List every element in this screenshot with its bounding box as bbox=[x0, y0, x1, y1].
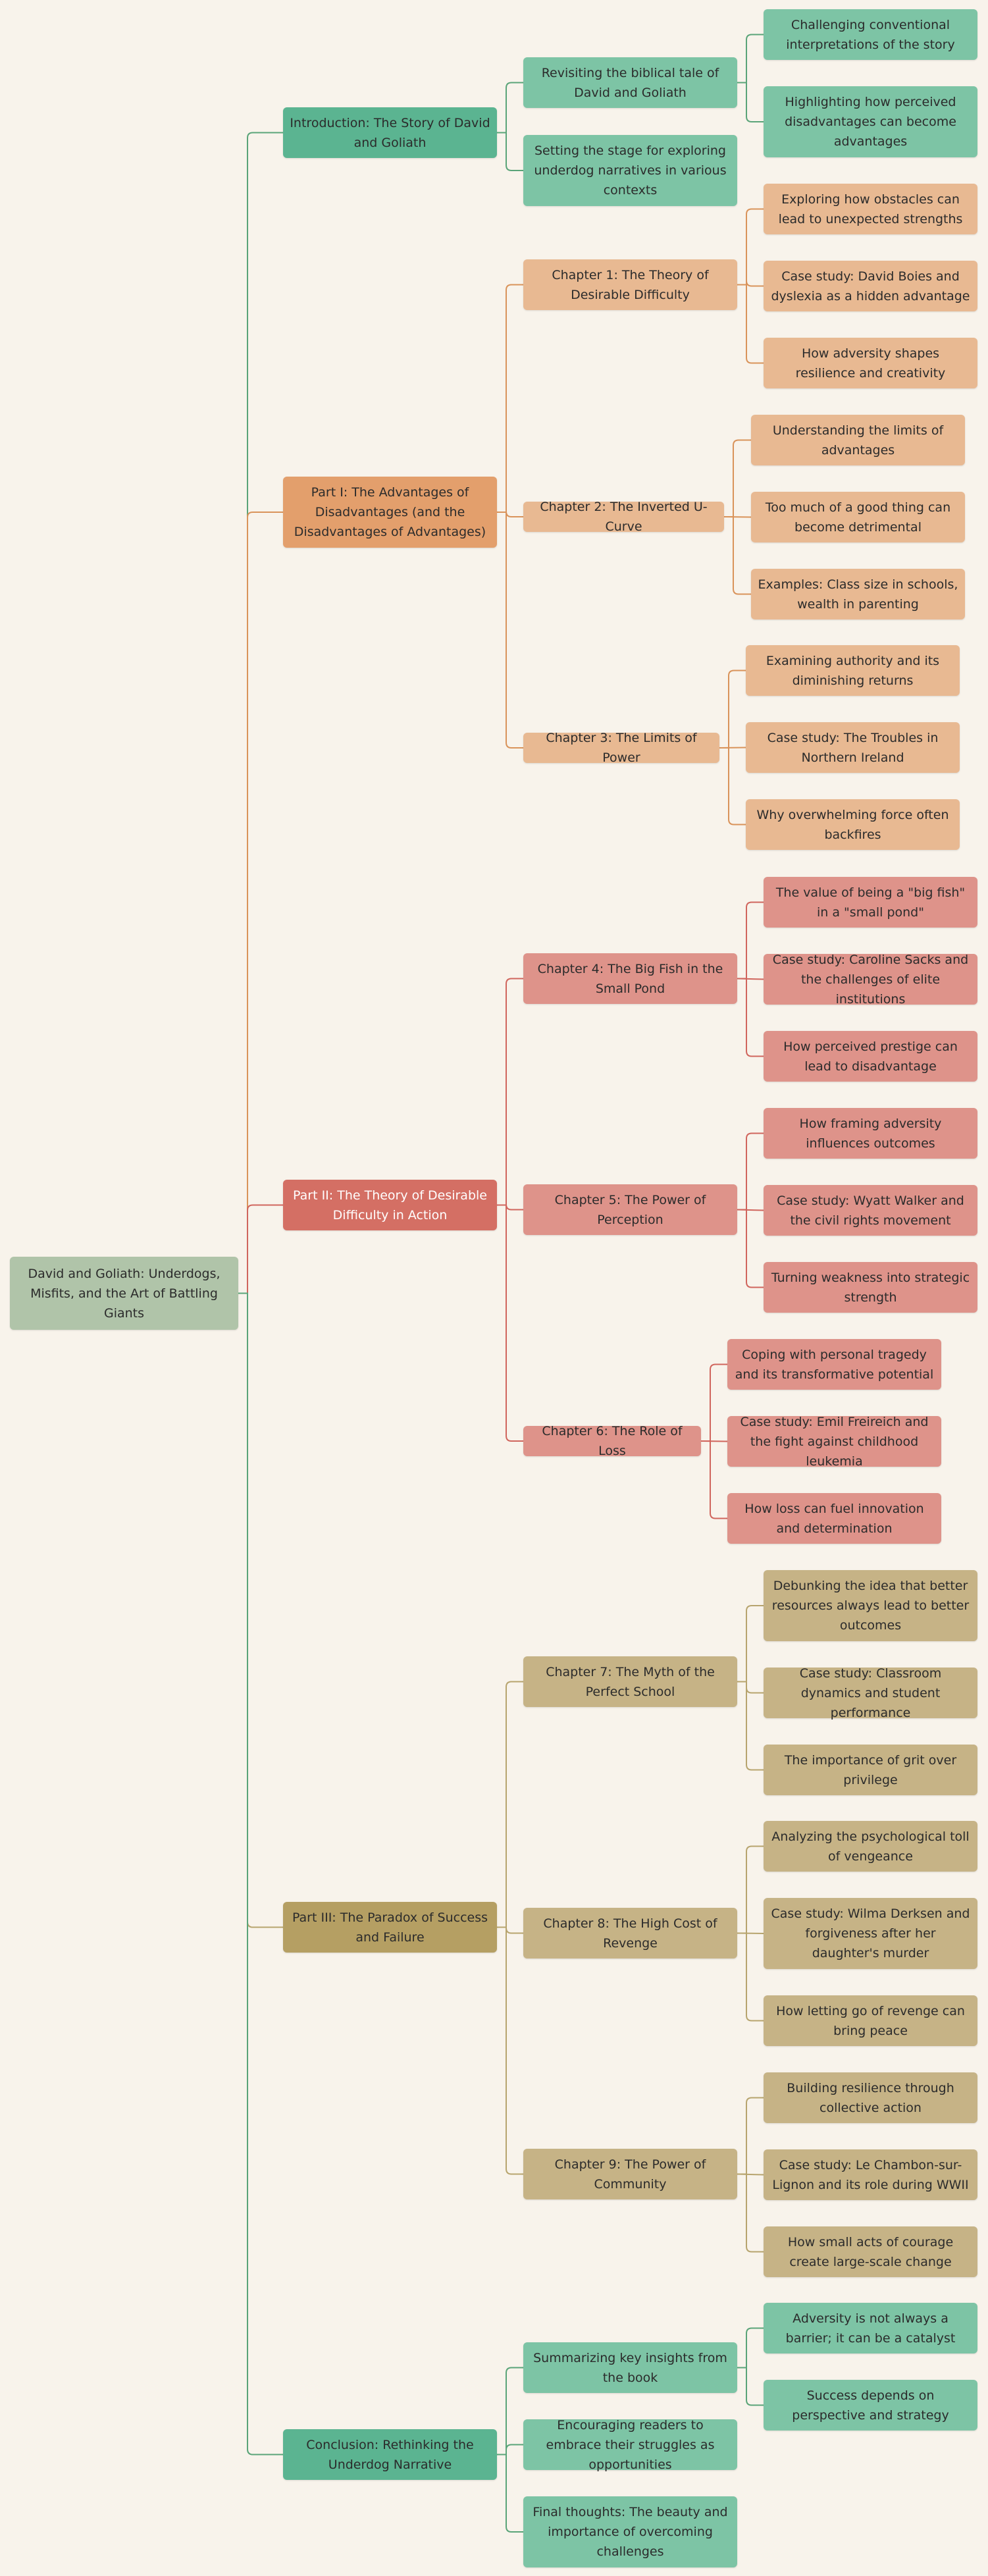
connector-line bbox=[737, 901, 764, 980]
concl-topic-encouraging[interactable]: Encouraging readers to embrace their str… bbox=[523, 2418, 737, 2472]
ch8-leaf-letting-go[interactable]: How letting go of revenge can bring peac… bbox=[764, 1995, 977, 2046]
chapter5-node[interactable]: Chapter 5: The Power of Perception bbox=[523, 1184, 737, 1235]
connector-line bbox=[737, 2327, 764, 2369]
connector-line bbox=[737, 280, 764, 287]
connector-line bbox=[737, 1132, 764, 1211]
connector-line bbox=[737, 1209, 764, 1288]
connector-line bbox=[719, 747, 746, 826]
connector-line bbox=[737, 978, 764, 1057]
connector-line bbox=[737, 1932, 764, 2022]
connector-line bbox=[497, 978, 523, 1206]
connector-line bbox=[737, 82, 764, 122]
connector-line bbox=[737, 34, 764, 84]
connector-line bbox=[737, 2367, 764, 2406]
connector-line bbox=[497, 2454, 523, 2533]
connector-line bbox=[497, 2367, 523, 2456]
connector-line bbox=[701, 1440, 727, 1519]
connector-line bbox=[238, 1292, 283, 2456]
connector-line bbox=[238, 512, 283, 1294]
connector-line bbox=[497, 512, 523, 749]
connector-line bbox=[724, 439, 751, 517]
ch9-leaf-resilience[interactable]: Building resilience through collective a… bbox=[764, 2072, 977, 2123]
concl-topic-final[interactable]: Final thoughts: The beauty and importanc… bbox=[523, 2496, 737, 2567]
connector-line bbox=[737, 208, 764, 286]
ch5-leaf-framing[interactable]: How framing adversity influences outcome… bbox=[764, 1108, 977, 1159]
ch8-leaf-toll[interactable]: Analyzing the psychological toll of veng… bbox=[764, 1821, 977, 1872]
ch8-leaf-derksen[interactable]: Case study: Wilma Derksen and forgivenes… bbox=[764, 1898, 977, 1969]
connector-line bbox=[737, 1681, 764, 1771]
ch9-leaf-courage[interactable]: How small acts of courage create large-s… bbox=[764, 2226, 977, 2277]
connector-line bbox=[497, 284, 523, 513]
connector-line bbox=[497, 1926, 523, 2175]
intro-leaf-challenging[interactable]: Challenging conventional interpretations… bbox=[764, 9, 977, 60]
concl-topic-summary[interactable]: Summarizing key insights from the book bbox=[523, 2342, 737, 2393]
connector-line bbox=[737, 284, 764, 364]
ch6-leaf-tragedy[interactable]: Coping with personal tragedy and its tra… bbox=[727, 1339, 941, 1390]
intro-topic-setting-stage[interactable]: Setting the stage for exploring underdog… bbox=[523, 135, 737, 206]
connector-line bbox=[737, 1845, 764, 1934]
connector-line bbox=[737, 2097, 764, 2175]
connector-line bbox=[497, 1926, 523, 1934]
connector-line bbox=[497, 2444, 523, 2456]
connector-line bbox=[238, 1204, 283, 1294]
connector-line bbox=[737, 1681, 764, 1694]
connector-line bbox=[701, 1363, 727, 1442]
chapter2-node[interactable]: Chapter 2: The Inverted U-Curve bbox=[523, 500, 724, 534]
root-node[interactable]: David and Goliath: Underdogs, Misfits, a… bbox=[10, 1257, 238, 1330]
chapter3-node[interactable]: Chapter 3: The Limits of Power bbox=[523, 731, 719, 765]
connector-line bbox=[238, 1292, 283, 1928]
intro-leaf-highlighting[interactable]: Highlighting how perceived disadvantages… bbox=[764, 86, 977, 157]
intro-topic-biblical-tale[interactable]: Revisiting the biblical tale of David an… bbox=[523, 57, 737, 108]
ch2-leaf-limits[interactable]: Understanding the limits of advantages bbox=[751, 415, 965, 465]
ch3-leaf-troubles[interactable]: Case study: The Troubles in Northern Ire… bbox=[746, 722, 960, 773]
ch1-leaf-obstacles[interactable]: Exploring how obstacles can lead to unex… bbox=[764, 184, 977, 234]
concl-leaf-adversity[interactable]: Adversity is not always a barrier; it ca… bbox=[764, 2303, 977, 2353]
ch3-leaf-authority[interactable]: Examining authority and its diminishing … bbox=[746, 645, 960, 696]
connector-line bbox=[497, 132, 523, 171]
connector-line bbox=[497, 1204, 523, 1442]
concl-leaf-success[interactable]: Success depends on perspective and strat… bbox=[764, 2380, 977, 2431]
connector-line bbox=[719, 670, 746, 749]
ch1-leaf-boies[interactable]: Case study: David Boies and dyslexia as … bbox=[764, 261, 977, 311]
ch1-leaf-adversity[interactable]: How adversity shapes resilience and crea… bbox=[764, 338, 977, 388]
connector-line bbox=[497, 1681, 523, 1928]
chapter9-node[interactable]: Chapter 9: The Power of Community bbox=[523, 2149, 737, 2199]
part2-node[interactable]: Part II: The Theory of Desirable Difficu… bbox=[283, 1180, 497, 1230]
connector-line bbox=[724, 516, 751, 595]
connector-line bbox=[737, 2173, 764, 2253]
intro-node[interactable]: Introduction: The Story of David and Gol… bbox=[283, 107, 497, 158]
ch2-leaf-too-much[interactable]: Too much of a good thing can become detr… bbox=[751, 492, 965, 542]
part3-node[interactable]: Part III: The Paradox of Success and Fai… bbox=[283, 1902, 497, 1953]
ch6-leaf-innovation[interactable]: How loss can fuel innovation and determi… bbox=[727, 1493, 941, 1544]
conclusion-node[interactable]: Conclusion: Rethinking the Underdog Narr… bbox=[283, 2429, 497, 2480]
ch7-leaf-debunking[interactable]: Debunking the idea that better resources… bbox=[764, 1570, 977, 1641]
ch5-leaf-weakness[interactable]: Turning weakness into strategic strength bbox=[764, 1262, 977, 1313]
chapter8-node[interactable]: Chapter 8: The High Cost of Revenge bbox=[523, 1908, 737, 1958]
ch5-leaf-walker[interactable]: Case study: Wyatt Walker and the civil r… bbox=[764, 1185, 977, 1236]
ch4-leaf-prestige[interactable]: How perceived prestige can lead to disad… bbox=[764, 1031, 977, 1082]
ch7-leaf-classroom[interactable]: Case study: Classroom dynamics and stude… bbox=[764, 1666, 977, 1720]
ch2-leaf-examples[interactable]: Examples: Class size in schools, wealth … bbox=[751, 569, 965, 619]
connector-line bbox=[497, 82, 523, 134]
part1-node[interactable]: Part I: The Advantages of Disadvantages … bbox=[283, 477, 497, 548]
ch7-leaf-grit[interactable]: The importance of grit over privilege bbox=[764, 1745, 977, 1795]
connector-line bbox=[737, 1605, 764, 1683]
ch6-leaf-freireich[interactable]: Case study: Emil Freireich and the fight… bbox=[727, 1415, 941, 1469]
chapter7-node[interactable]: Chapter 7: The Myth of the Perfect Schoo… bbox=[523, 1656, 737, 1707]
ch4-leaf-sacks[interactable]: Case study: Caroline Sacks and the chall… bbox=[764, 953, 977, 1007]
chapter4-node[interactable]: Chapter 4: The Big Fish in the Small Pon… bbox=[523, 953, 737, 1004]
chapter6-node[interactable]: Chapter 6: The Role of Loss bbox=[523, 1424, 701, 1458]
connector-line bbox=[238, 132, 283, 1294]
ch4-leaf-big-fish[interactable]: The value of being a "big fish" in a "sm… bbox=[764, 877, 977, 928]
chapter1-node[interactable]: Chapter 1: The Theory of Desirable Diffi… bbox=[523, 259, 737, 310]
ch3-leaf-force[interactable]: Why overwhelming force often backfires bbox=[746, 799, 960, 850]
ch9-leaf-chambon[interactable]: Case study: Le Chambon-sur-Lignon and it… bbox=[764, 2149, 977, 2200]
